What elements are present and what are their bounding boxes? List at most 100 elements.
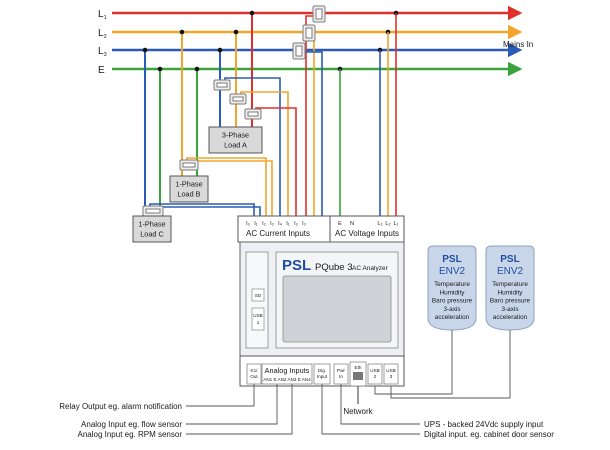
sd-label: SD (255, 293, 262, 298)
load-b-box (169, 175, 209, 203)
load-b-line2: Load B (177, 190, 200, 199)
device-model: PQube 3 (315, 262, 353, 273)
sd-slot[interactable] (251, 288, 265, 302)
usb1-label-line1: USB (253, 313, 262, 318)
env2-1-body (427, 245, 477, 331)
ct-clamp-mains-l1 (312, 5, 326, 23)
env2-2-feature: Baro pressure (490, 298, 531, 305)
current-terminal-6: I₂ (294, 221, 298, 227)
load-c: 1-Phase Load C (132, 215, 172, 243)
annotations: Relay Output eg. alarm notification Anal… (59, 402, 554, 439)
env2-2-cable (390, 330, 511, 399)
bus-label-l2: L2 (98, 28, 107, 40)
load-c-line1: 1-Phase (138, 220, 165, 229)
env2-1-model: ENV2 (439, 266, 466, 277)
power-label-line1: Pwr (337, 368, 345, 373)
ethernet-jack-icon (353, 372, 363, 380)
bus-label-l1: L1 (98, 9, 107, 21)
ct-clamp-load-a-1 (213, 79, 231, 91)
env2-1-brand: PSL (442, 254, 461, 265)
device-subtitle: AC Analyzer (352, 265, 389, 272)
network-label: Network (343, 407, 373, 416)
ac-current-inputs-label: AC Current Inputs (246, 229, 310, 238)
bus-label-l3: L3 (98, 46, 107, 58)
digital-label-line2: Input (317, 374, 328, 379)
load-c-line2: Load C (140, 230, 164, 239)
current-terminal-0: I₀ (246, 221, 250, 227)
env2-1-feature: Baro pressure (432, 298, 473, 305)
ct-clamp-mains-l2 (302, 24, 316, 42)
voltage-terminal-2: L₃ (377, 221, 382, 227)
relay-label-line1: K1/ (251, 368, 259, 373)
current-terminal-1: I₁ (254, 221, 258, 227)
bus-labels: L1 L2 L3 E Mains In (98, 9, 533, 76)
env2-2-feature: 3-axis (501, 306, 518, 313)
load-a-box (208, 126, 263, 154)
env2-1-feature: acceleration (435, 314, 470, 321)
relay-output-note: Relay Output eg. alarm notification (59, 402, 182, 411)
relay-label-line2: Out (250, 374, 258, 379)
usb2-label-line1: USB (370, 368, 379, 373)
ct-clamp-load-a-2 (229, 93, 247, 105)
env2-1-feature: Humidity (440, 289, 466, 296)
load-a: 3-Phase Load A (208, 126, 263, 154)
env2-2-feature: acceleration (493, 314, 528, 321)
ct-clamp-load-c (142, 205, 164, 217)
current-transformers (142, 5, 326, 217)
digital-label-line1: Dig. (318, 368, 326, 373)
usb3-port[interactable] (383, 363, 399, 385)
load-b: 1-Phase Load B (169, 175, 209, 203)
env2-2-model: ENV2 (497, 266, 524, 277)
env2-1-feature: Temperature (434, 281, 470, 288)
mains-in-label: Mains In (503, 40, 533, 49)
flow-sensor-note: Analog Input eg. flow sensor (81, 420, 182, 429)
voltage-terminal-0: E (338, 221, 342, 227)
voltage-terminal-4: L₁ (394, 221, 399, 227)
usb3-label-line1: USB (386, 368, 395, 373)
env2-1-cable (374, 330, 453, 395)
ct-clamp-mains-l3 (292, 42, 306, 60)
current-terminal-7: I₃ (302, 221, 306, 227)
usb1-label-line2: 1 (257, 320, 260, 325)
usb1-port[interactable] (251, 307, 265, 331)
usb2-port[interactable] (367, 363, 383, 385)
analog-inputs-label: Analog Inputs (265, 366, 310, 375)
ct-clamp-load-b (179, 159, 199, 171)
current-terminal-4: I₄ (278, 221, 283, 227)
analog-inputs-port[interactable] (261, 363, 313, 385)
power-label-line2: In (339, 374, 343, 379)
device-display (282, 275, 392, 343)
env2-2-brand: PSL (500, 254, 519, 265)
voltage-terminal-1: N (350, 221, 354, 227)
device-brand-logo: PSL (282, 257, 311, 274)
ct-clamp-load-a-3 (244, 108, 262, 120)
load-b-line1: 1-Phase (175, 180, 202, 189)
env2-2-body (485, 245, 535, 331)
annotation-leaders (186, 384, 420, 435)
voltage-wires (339, 13, 397, 218)
current-terminal-3: I₃ (270, 221, 274, 227)
analog-inputs-sub: AN1 E AN2 AN3 E AN4 (263, 377, 311, 382)
load-a-line1: 3-Phase (222, 131, 249, 140)
current-terminal-2: I₂ (262, 221, 266, 227)
bus-label-e: E (98, 65, 105, 76)
env2-2-feature: Temperature (492, 281, 528, 288)
usb2-label-line2: 2 (374, 374, 377, 379)
load-c-box (132, 215, 172, 243)
load-a-line2: Load A (224, 141, 247, 150)
env2-1-feature: 3-axis (443, 306, 460, 313)
ethernet-label: Eth (355, 365, 362, 370)
door-sensor-note: Digital input. eg. cabinet door sensor (424, 430, 554, 439)
usb3-label-line2: 3 (390, 374, 393, 379)
rpm-sensor-note: Analog Input eg. RPM sensor (77, 430, 182, 439)
env2-2-feature: Humidity (498, 289, 524, 296)
current-terminal-5: I₁ (286, 221, 290, 227)
